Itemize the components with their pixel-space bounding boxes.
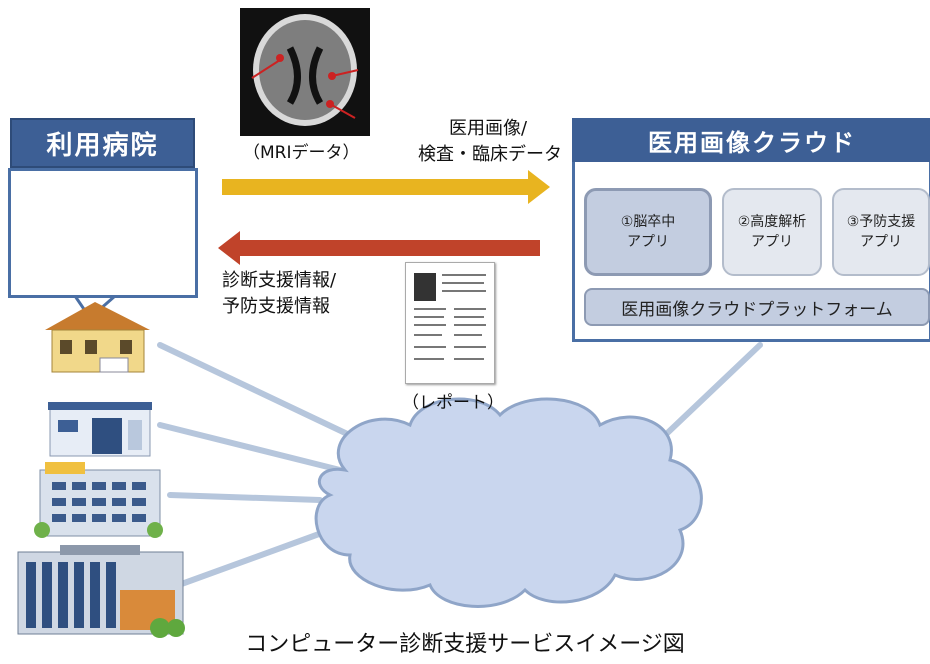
connector-line: [167, 492, 323, 503]
hospital-title: 利用病院: [10, 118, 195, 168]
upload-label-line1: 医用画像/: [448, 118, 528, 139]
cloud-shape: [314, 397, 703, 608]
prevention-support-app-box: ③予防支援 アプリ: [832, 188, 930, 276]
return-label-line2: 予防支援情報: [222, 296, 330, 317]
app-suffix: アプリ: [751, 234, 793, 250]
hospital-scene-box: [8, 168, 198, 298]
app-suffix: アプリ: [860, 234, 902, 250]
clinic-icon: [48, 402, 152, 457]
cloud-platform-bar: 医用画像クラウドプラットフォーム: [584, 288, 930, 326]
connector-line: [157, 422, 343, 473]
upload-label-line2: 検査・臨床データ: [418, 144, 562, 165]
app-name: ②高度解析: [737, 214, 807, 230]
return-label-line1: 診断支援情報/: [222, 270, 337, 291]
upload-arrow: [222, 170, 550, 204]
large-hospital-icon: [17, 545, 185, 638]
figure-caption: コンピューター診断支援サービスイメージ図: [245, 632, 685, 657]
report-label: （レポート）: [402, 393, 504, 413]
connector-line: [162, 527, 333, 593]
advanced-analysis-app-box: ②高度解析 アプリ: [722, 188, 822, 276]
app-name: ①脳卒中: [620, 214, 676, 230]
stroke-app-box: ①脳卒中 アプリ: [584, 188, 712, 276]
hospital-icon: [34, 462, 163, 538]
return-arrow-label: 診断支援情報/ 予防支援情報: [222, 268, 336, 320]
app-suffix: アプリ: [627, 234, 669, 250]
mri-image: [240, 8, 370, 136]
mri-label: （MRIデータ）: [243, 143, 360, 163]
report-document-icon: [405, 262, 495, 384]
house-icon: [45, 302, 150, 373]
return-arrow: [218, 231, 540, 265]
cloud-title: 医用画像クラウド: [572, 118, 930, 162]
connector-line: [657, 342, 763, 443]
app-name: ③予防支援: [846, 214, 916, 230]
connector-line: [157, 342, 363, 443]
upload-arrow-label: 医用画像/ 検査・臨床データ: [418, 116, 562, 168]
connector-lines: [157, 342, 763, 593]
